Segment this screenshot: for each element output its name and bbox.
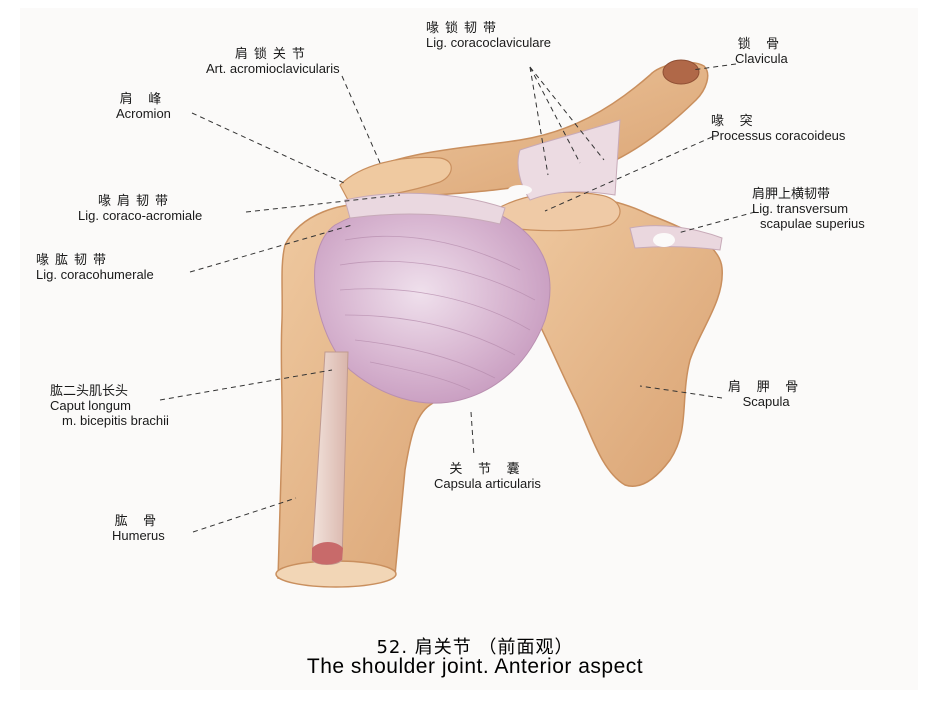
label-zh: 喙肩韧带 <box>98 193 175 208</box>
capsule-fibers <box>339 235 536 391</box>
label-zh: 喙锁韧带 <box>426 20 503 35</box>
label-zh: 肩胛上横韧带 <box>752 186 831 201</box>
label-zh: 肱 骨 <box>114 513 163 528</box>
label-zh: 喙 突 <box>711 113 759 128</box>
label-latin: Clavicula <box>735 51 788 66</box>
label-acromion: 肩 峰 Acromion <box>116 91 171 121</box>
label-caput-longum: 肱二头肌长头 Caput longum m. bicepitis brachii <box>50 383 169 428</box>
label-latin-2: m. bicepitis brachii <box>62 413 169 428</box>
label-scapula: 肩 胛 骨 Scapula <box>728 379 804 409</box>
label-zh: 肱二头肌长头 <box>50 383 129 398</box>
label-latin: Scapula <box>742 394 790 409</box>
ligament-gap <box>508 185 532 195</box>
label-latin: Lig. coracohumerale <box>36 267 154 282</box>
label-latin: Lig. transversum <box>752 201 849 216</box>
label-latin: Capsula articularis <box>434 476 541 491</box>
scapula-bone <box>519 195 723 487</box>
label-latin: Processus coracoideus <box>711 128 846 143</box>
label-latin-2: scapulae superius <box>760 216 865 231</box>
label-capsula-articularis: 关 节 囊 Capsula articularis <box>434 461 541 491</box>
label-latin: Caput longum <box>50 398 131 413</box>
label-latin: Lig. coraco-acromiale <box>78 208 203 223</box>
label-lig-transversum: 肩胛上横韧带 Lig. transversum scapulae superiu… <box>752 186 865 231</box>
label-latin: Art. acromioclavicularis <box>206 61 340 76</box>
label-zh: 关 节 囊 <box>449 461 526 476</box>
figure-caption-chinese: 52. 肩关节 （前面观） <box>376 637 574 658</box>
label-humerus: 肱 骨 Humerus <box>112 513 165 543</box>
label-zh: 肩 胛 骨 <box>728 379 805 394</box>
label-zh: 锁 骨 <box>737 36 786 51</box>
label-zh: 肩 峰 <box>119 91 168 106</box>
humerus-cut-end <box>275 560 397 588</box>
figure-caption-english: The shoulder joint. Anterior aspect <box>306 655 644 678</box>
label-lig-coraco-acromiale: 喙肩韧带 Lig. coraco-acromiale <box>78 193 202 223</box>
label-zh: 肩锁关节 <box>234 46 311 61</box>
transverse-scapular-ligament-shape <box>629 225 723 251</box>
label-latin: Humerus <box>112 528 165 543</box>
label-art-acromioclavicularis: 肩锁关节 Art. acromioclavicularis <box>206 46 340 76</box>
label-lig-coracohumerale: 喙肱韧带 Lig. coracohumerale <box>36 252 154 282</box>
leader-lines <box>159 63 756 533</box>
label-processus-coracoideus: 喙 突 Processus coracoideus <box>711 113 845 143</box>
clavicula-cut-end <box>662 59 700 85</box>
label-clavicula: 锁 骨 Clavicula <box>735 36 788 66</box>
coraco-acromial-ligament-shape <box>344 192 506 225</box>
label-latin: Lig. coracoclaviculare <box>426 35 552 50</box>
label-lig-coracoclaviculare: 喙锁韧带 Lig. coracoclaviculare <box>426 20 551 50</box>
label-latin: Acromion <box>116 106 171 121</box>
label-zh: 喙肱韧带 <box>36 252 113 267</box>
scapular-notch <box>653 233 675 247</box>
biceps-tendon-cut <box>312 542 343 565</box>
